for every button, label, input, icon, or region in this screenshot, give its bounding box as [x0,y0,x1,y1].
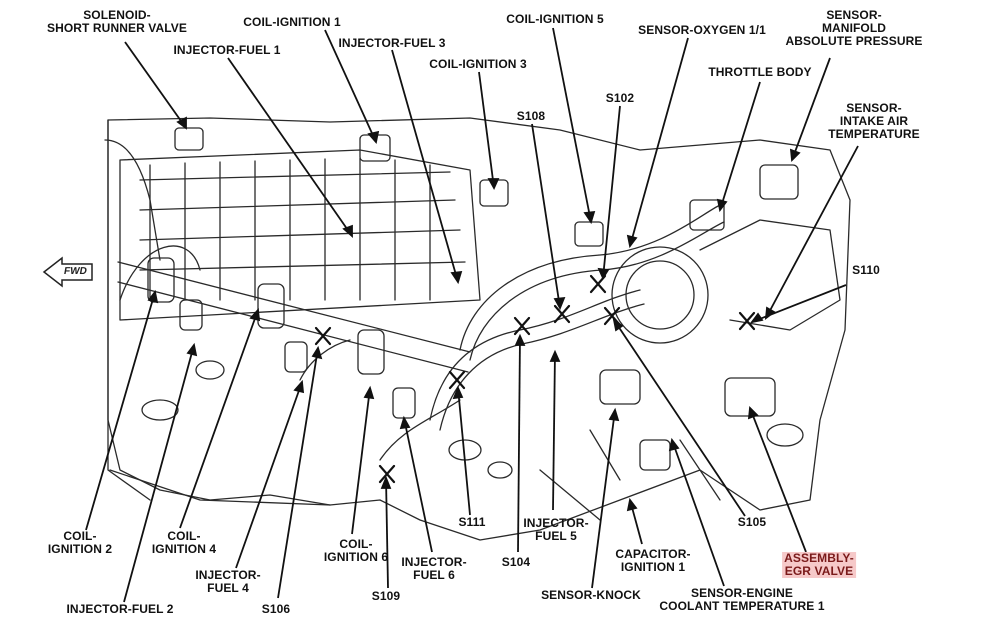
label-injector-fuel-4: INJECTOR- FUEL 4 [195,568,261,595]
label-coil-ignition-1: COIL-IGNITION 1 [243,15,341,29]
label-sensor-engine-coolant-temperature-1: SENSOR-ENGINE COOLANT TEMPERATURE 1 [659,586,825,613]
label-injector-fuel-3: INJECTOR-FUEL 3 [338,36,446,50]
label-injector-fuel-6: INJECTOR- FUEL 6 [401,555,467,582]
label-splice-s106: S106 [261,602,291,616]
label-injector-fuel-2: INJECTOR-FUEL 2 [66,602,174,616]
label-coil-ignition-3: COIL-IGNITION 3 [429,57,527,71]
splice-s108-marker [553,304,571,324]
label-capacitor-ignition-1: CAPACITOR- IGNITION 1 [615,547,691,574]
splice-s110-marker [738,311,756,331]
label-sensor-manifold-absolute-pressure: SENSOR- MANIFOLD ABSOLUTE PRESSURE [785,8,923,48]
label-throttle-body: THROTTLE BODY [708,65,812,79]
splice-s109-marker [378,464,396,484]
label-splice-s104: S104 [501,555,531,569]
splice-markers [314,274,756,484]
label-splice-s108: S108 [516,109,546,123]
label-splice-s111: S111 [458,515,486,529]
label-sensor-intake-air-temperature: SENSOR- INTAKE AIR TEMPERATURE [828,101,920,141]
label-splice-s102: S102 [605,91,635,105]
label-coil-ignition-4: COIL- IGNITION 4 [151,529,217,556]
leader-lines [85,27,859,603]
label-splice-s110: S110 [852,263,880,277]
splice-s104-marker [513,316,531,336]
forward-arrow-icon [42,256,93,288]
forward-label: FWD [63,266,88,277]
label-sensor-oxygen-1-1: SENSOR-OXYGEN 1/1 [638,23,766,37]
splice-s111-marker [448,370,466,390]
label-splice-s109: S109 [371,589,401,603]
label-splice-s105: S105 [737,515,767,529]
label-injector-fuel-5: INJECTOR- FUEL 5 [523,516,589,543]
label-coil-ignition-2: COIL- IGNITION 2 [47,529,113,556]
splice-s106-marker [314,326,332,346]
label-assembly-egr-valve-highlighted: ASSEMBLY- EGR VALVE [782,551,856,578]
label-coil-ignition-5: COIL-IGNITION 5 [506,12,604,26]
label-sensor-knock: SENSOR-KNOCK [541,588,641,602]
label-solenoid-short-runner-valve: SOLENOID- SHORT RUNNER VALVE [46,8,188,35]
label-coil-ignition-6: COIL- IGNITION 6 [323,537,389,564]
label-injector-fuel-1: INJECTOR-FUEL 1 [173,43,281,57]
